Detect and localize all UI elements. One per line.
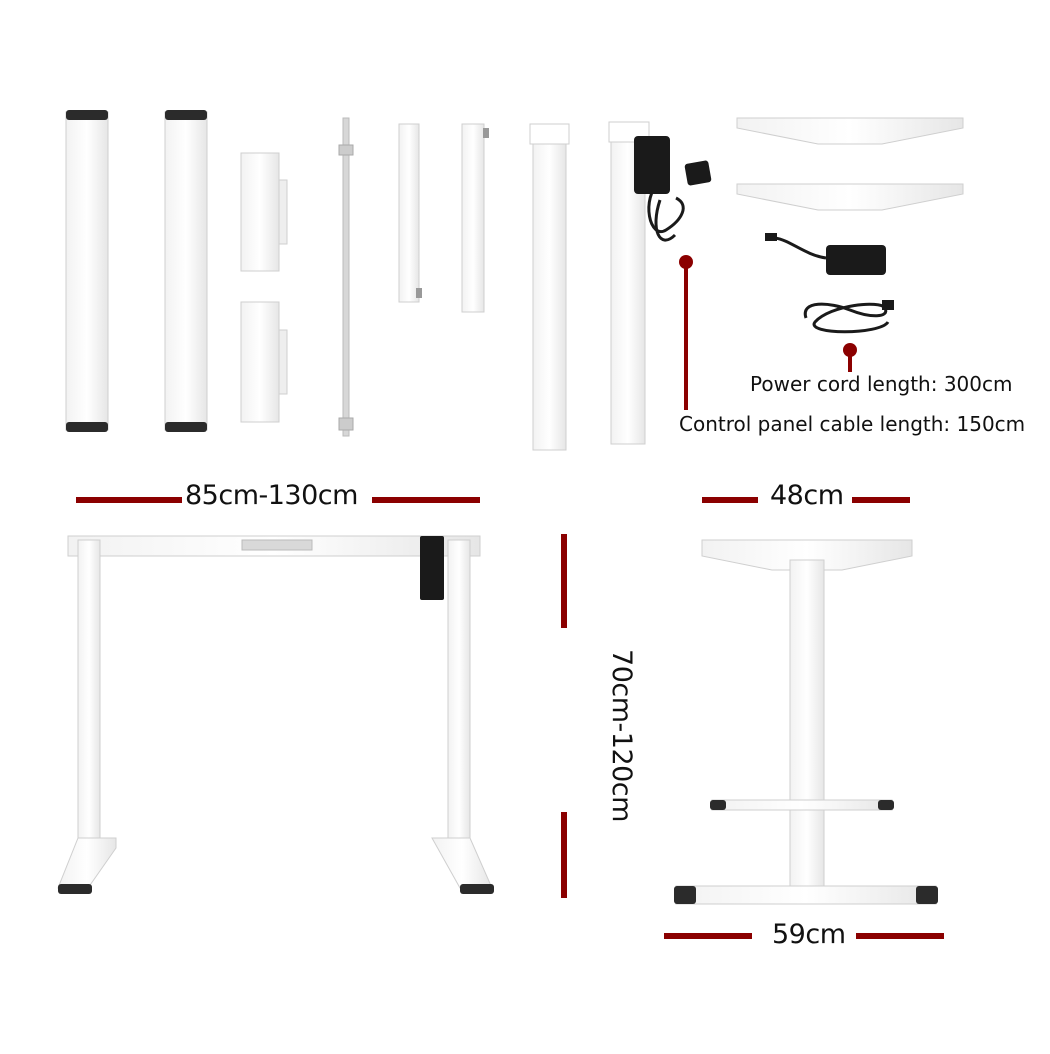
top-bracket-part-lower (736, 183, 964, 211)
height-dimension-label: 70cm-120cm (605, 649, 637, 822)
motor-icon (420, 536, 444, 600)
foot-part-right (164, 110, 208, 432)
crossbar-part-left (398, 123, 422, 303)
power-cord-length-label: Power cord length: 300cm (750, 372, 1013, 396)
control-panel-cable-length-label: Control panel cable length: 150cm (679, 412, 1026, 436)
control-panel-icon (684, 160, 712, 186)
depth-dimension-label: 48cm (770, 480, 844, 511)
top-bracket-part-upper (736, 117, 964, 145)
frame-side-view (674, 539, 938, 905)
drive-shaft-part (338, 117, 354, 437)
power-adapter-icon (765, 233, 886, 275)
power-cord-pointer (843, 343, 857, 372)
foot-dimension-label: 59cm (772, 919, 846, 950)
control-panel-cable-pointer (679, 255, 693, 410)
bracket-part-upper (240, 152, 288, 272)
motor-leg-part (608, 121, 712, 445)
foot-part-left (65, 110, 109, 432)
frame-front-view (57, 535, 494, 894)
crossbar-part-right (461, 123, 489, 313)
leg-column-part (529, 123, 570, 451)
power-cord-icon (803, 300, 894, 334)
width-dimension-label: 85cm-130cm (185, 480, 358, 511)
bracket-part-lower (240, 301, 288, 423)
motor-icon (634, 136, 670, 194)
